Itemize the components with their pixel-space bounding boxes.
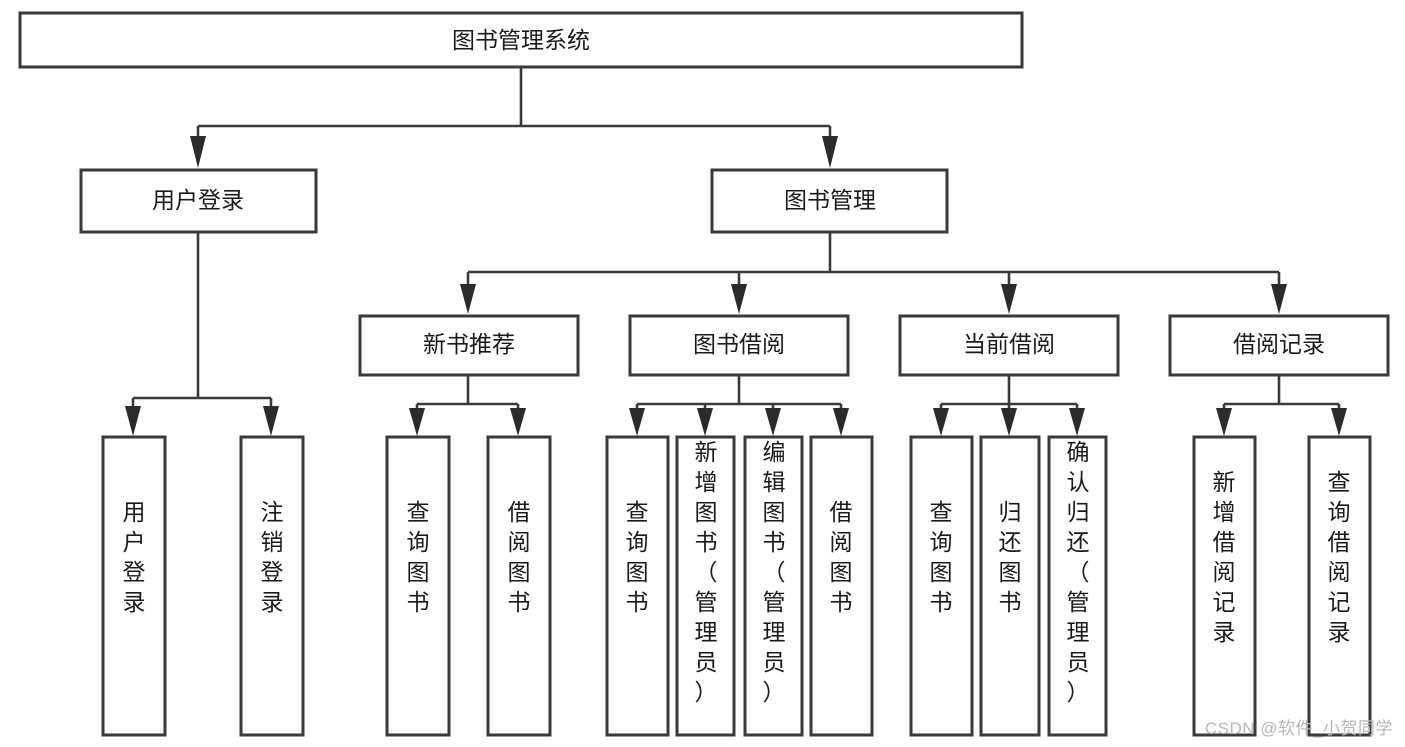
node-leaf-add-record-box[interactable] <box>1192 435 1257 737</box>
node-leaf-query-book-1-box[interactable] <box>385 435 451 737</box>
arrow-head-new-book-recommend <box>460 284 476 314</box>
node-book-borrow[interactable]: 图书借阅 <box>628 314 850 377</box>
node-current-borrow[interactable]: 当前借阅 <box>898 314 1120 377</box>
node-current-borrow-label: 当前借阅 <box>963 331 1055 357</box>
node-leaf-user-login-box[interactable] <box>101 435 167 737</box>
node-leaf-query-book-2[interactable]: 查询图书 <box>605 435 670 737</box>
arrow-head-leaf-add-book <box>697 408 713 436</box>
node-leaf-add-book-label: 新增图书（管理员） <box>695 439 718 705</box>
node-leaf-confirm-return-box[interactable] <box>1047 435 1108 737</box>
node-book-borrow-label: 图书借阅 <box>693 331 785 357</box>
arrow-head-leaf-query-book-3 <box>933 408 949 436</box>
connector-layer <box>125 67 1347 436</box>
node-leaf-confirm-return-label: 确认归还（管理员） <box>1067 439 1090 705</box>
node-leaf-edit-book-label: 编辑图书（管理员） <box>763 439 786 705</box>
node-new-book-recommend[interactable]: 新书推荐 <box>358 314 580 377</box>
node-leaf-user-logout-box[interactable] <box>239 435 305 737</box>
arrow-head-leaf-user-login <box>125 406 141 436</box>
node-leaf-edit-book[interactable]: 编辑图书（管理员） <box>743 435 804 737</box>
arrow-head-leaf-confirm-return <box>1069 408 1085 436</box>
node-leaf-borrow-book-1-label: 借阅图书 <box>508 499 531 615</box>
arrow-head-leaf-borrow-book-1 <box>510 408 526 436</box>
node-leaf-user-logout[interactable]: 注销登录 <box>239 435 305 737</box>
arrow-head-book-borrow <box>731 284 747 314</box>
node-new-book-recommend-label: 新书推荐 <box>423 331 515 357</box>
node-borrow-record-box[interactable] <box>1168 314 1390 377</box>
node-leaf-query-book-2-box[interactable] <box>605 435 670 737</box>
node-leaf-query-book-3[interactable]: 查询图书 <box>909 435 974 737</box>
arrow-head-leaf-query-book-1 <box>409 408 425 436</box>
node-leaf-return-book-label: 归还图书 <box>999 499 1022 615</box>
node-book-borrow-box[interactable] <box>628 314 850 377</box>
arrow-head-leaf-query-book-2 <box>629 408 645 436</box>
node-book-manage[interactable]: 图书管理 <box>710 168 949 234</box>
node-leaf-user-logout-label: 注销登录 <box>261 499 284 615</box>
arrow-head-leaf-return-book <box>1001 408 1017 436</box>
arrow-head-leaf-borrow-book-2 <box>833 408 849 436</box>
node-leaf-return-book[interactable]: 归还图书 <box>979 435 1041 737</box>
node-leaf-add-record[interactable]: 新增借阅记录 <box>1192 435 1257 737</box>
arrow-head-book-manage <box>822 136 838 168</box>
node-leaf-return-book-box[interactable] <box>979 435 1041 737</box>
node-root-box[interactable] <box>18 11 1024 69</box>
node-leaf-query-book-1[interactable]: 查询图书 <box>385 435 451 737</box>
arrow-head-leaf-query-record <box>1331 408 1347 436</box>
node-leaf-query-book-3-box[interactable] <box>909 435 974 737</box>
node-user-login-box[interactable] <box>79 168 318 234</box>
node-leaf-borrow-book-2[interactable]: 借阅图书 <box>809 435 874 737</box>
node-current-borrow-box[interactable] <box>898 314 1120 377</box>
node-leaf-add-book[interactable]: 新增图书（管理员） <box>675 435 736 737</box>
node-leaf-confirm-return[interactable]: 确认归还（管理员） <box>1047 435 1108 737</box>
node-book-manage-box[interactable] <box>710 168 949 234</box>
csdn-watermark: CSDN @软件_小贺同学 <box>1204 719 1393 738</box>
node-root[interactable]: 图书管理系统 <box>18 11 1024 69</box>
node-leaf-user-login[interactable]: 用户登录 <box>101 435 167 737</box>
node-leaf-borrow-book-1-box[interactable] <box>486 435 552 737</box>
arrow-head-current-borrow <box>1001 284 1017 314</box>
arrow-head-leaf-add-record <box>1216 408 1232 436</box>
node-borrow-record[interactable]: 借阅记录 <box>1168 314 1390 377</box>
node-leaf-borrow-book-2-label: 借阅图书 <box>830 499 853 615</box>
arrow-head-leaf-edit-book <box>765 408 781 436</box>
node-root-label: 图书管理系统 <box>452 27 590 53</box>
node-leaf-edit-book-box[interactable] <box>743 435 804 737</box>
node-user-login[interactable]: 用户登录 <box>79 168 318 234</box>
node-borrow-record-label: 借阅记录 <box>1233 331 1325 357</box>
node-leaf-query-book-1-label: 查询图书 <box>407 499 430 615</box>
node-leaf-add-book-box[interactable] <box>675 435 736 737</box>
node-leaf-query-book-3-label: 查询图书 <box>930 499 953 615</box>
node-leaf-query-record-label: 查询借阅记录 <box>1328 469 1351 645</box>
node-leaf-borrow-book-1[interactable]: 借阅图书 <box>486 435 552 737</box>
node-book-manage-label: 图书管理 <box>784 187 876 213</box>
arrow-head-user-login <box>190 136 206 168</box>
arrow-head-leaf-user-logout <box>263 406 279 436</box>
node-leaf-query-record[interactable]: 查询借阅记录 <box>1307 435 1372 737</box>
node-leaf-query-book-2-label: 查询图书 <box>626 499 649 615</box>
node-leaf-user-login-label: 用户登录 <box>123 499 146 615</box>
node-user-login-label: 用户登录 <box>152 187 244 213</box>
node-leaf-query-record-box[interactable] <box>1307 435 1372 737</box>
arrow-head-borrow-record <box>1271 284 1287 314</box>
node-new-book-recommend-box[interactable] <box>358 314 580 377</box>
node-leaf-add-record-label: 新增借阅记录 <box>1213 469 1236 645</box>
node-leaf-borrow-book-2-box[interactable] <box>809 435 874 737</box>
